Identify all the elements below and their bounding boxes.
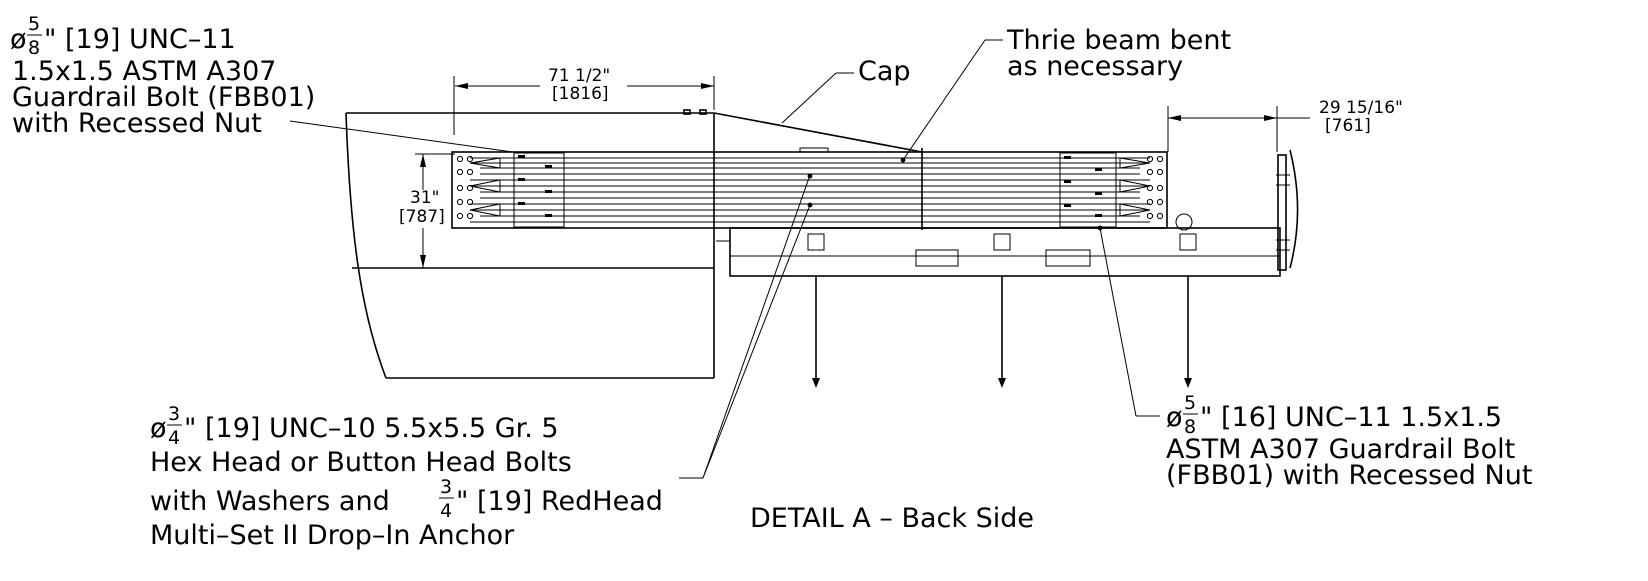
bolt-spec-line1: " [19] UNC–11: [44, 24, 236, 55]
right-dim-mm: [761]: [1325, 116, 1371, 136]
diameter-symbol: ø: [150, 413, 167, 444]
detail-title: DETAIL A – Back Side: [750, 503, 1034, 534]
top-left-bolt-callout: ø 5 8 " [19] UNC–11 1.5x1.5 ASTM A307 Gu…: [10, 13, 521, 154]
thrie-beam-callout: Thrie beam bent as necessary: [902, 25, 1231, 161]
bolt-spec-line1: " [16] UNC–11 1.5x1.5: [1200, 402, 1502, 433]
fraction-numerator: 3: [168, 403, 180, 425]
fraction-numerator: 5: [28, 13, 40, 35]
fraction-denominator: 4: [168, 427, 180, 449]
concrete-barrier: [345, 109, 923, 379]
right-dimension: 29 15/16" [761]: [1167, 98, 1403, 152]
bolt-spec-line2: 1.5x1.5 ASTM A307: [12, 56, 276, 87]
bolt-spec-line4: with Recessed Nut: [12, 108, 262, 139]
fraction-denominator: 8: [1184, 416, 1196, 438]
thrie-beam-line2: as necessary: [1007, 51, 1183, 82]
bolt-spec-line1: " [19] UNC–10 5.5x5.5 Gr. 5: [184, 413, 559, 444]
cap-callout: Cap: [781, 56, 911, 124]
width-dim-mm: [1816]: [552, 84, 609, 104]
bolt-spec-line4: Multi–Set II Drop–In Anchor: [150, 520, 515, 551]
thrie-beam-panel: [451, 147, 1168, 231]
right-bolt-callout: ø 5 8 " [16] UNC–11 1.5x1.5 ASTM A307 Gu…: [1099, 227, 1532, 491]
diameter-symbol: ø: [10, 24, 27, 55]
width-dimension: 71 1/2" [1816]: [453, 66, 715, 135]
fraction-numerator-2: 3: [440, 476, 452, 498]
height-dimension: 31" [787]: [399, 153, 455, 269]
thrie-beam-line1: Thrie beam bent: [1006, 25, 1231, 56]
anchor-posts: [812, 276, 1192, 388]
base-beam: [716, 213, 1281, 277]
bolt-spec-line3-post: " [19] RedHead: [456, 486, 663, 517]
cap-label: Cap: [858, 56, 911, 87]
bolt-spec-line3: Guardrail Bolt (FBB01): [12, 82, 315, 113]
right-dim-inch: 29 15/16": [1319, 98, 1403, 118]
bolt-spec-line3-pre: with Washers and: [150, 486, 390, 517]
bolt-spec-line2: ASTM A307 Guardrail Bolt: [1166, 434, 1515, 465]
end-post: [1276, 149, 1299, 271]
height-dim-inch: 31": [410, 188, 439, 208]
bottom-left-bolt-callout: ø 3 4 " [19] UNC–10 5.5x5.5 Gr. 5 Hex He…: [150, 174, 811, 551]
fraction-denominator: 8: [28, 37, 40, 59]
fraction-numerator: 5: [1184, 392, 1196, 414]
height-dim-mm: [787]: [399, 207, 445, 227]
bolt-spec-line3: (FBB01) with Recessed Nut: [1166, 460, 1532, 491]
diameter-symbol: ø: [1166, 402, 1183, 433]
bolt-spec-line2: Hex Head or Button Head Bolts: [150, 447, 572, 478]
width-dim-inch: 71 1/2": [548, 66, 610, 86]
fraction-denominator-2: 4: [440, 500, 452, 522]
